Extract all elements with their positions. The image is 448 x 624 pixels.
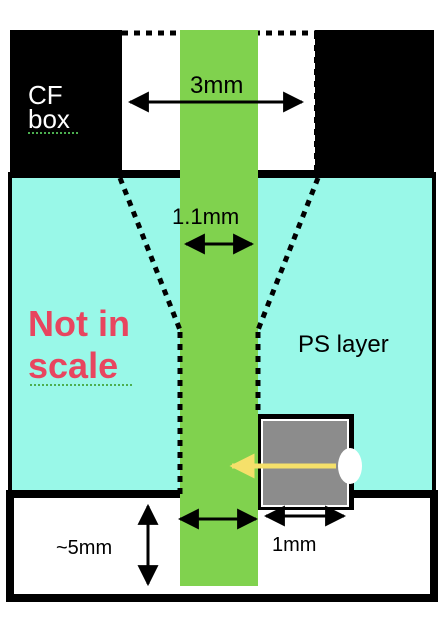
mid-width-label: 1.1mm xyxy=(172,204,239,229)
ps-layer-left-border xyxy=(8,172,12,498)
not-in-scale-line2: scale xyxy=(28,345,118,386)
taper-right-dotted xyxy=(255,177,321,331)
top-width-label: 3mm xyxy=(190,72,243,99)
ps-layer-label: PS layer xyxy=(298,331,389,358)
ps-layer-right-border xyxy=(432,172,436,498)
sensor-lens xyxy=(338,448,362,484)
sensor xyxy=(261,419,349,507)
cf-box-left xyxy=(10,30,122,172)
not-in-scale-line1: Not in xyxy=(28,303,130,344)
beam xyxy=(180,30,258,586)
cf-box-label-line1: CF xyxy=(28,80,63,110)
sensor-width-label: 1mm xyxy=(272,534,316,556)
taper-left-dotted xyxy=(117,177,183,331)
cf-box-right xyxy=(315,30,434,172)
thickness-label: ~5mm xyxy=(56,537,112,559)
cf-box-label-line2: box xyxy=(28,104,70,134)
